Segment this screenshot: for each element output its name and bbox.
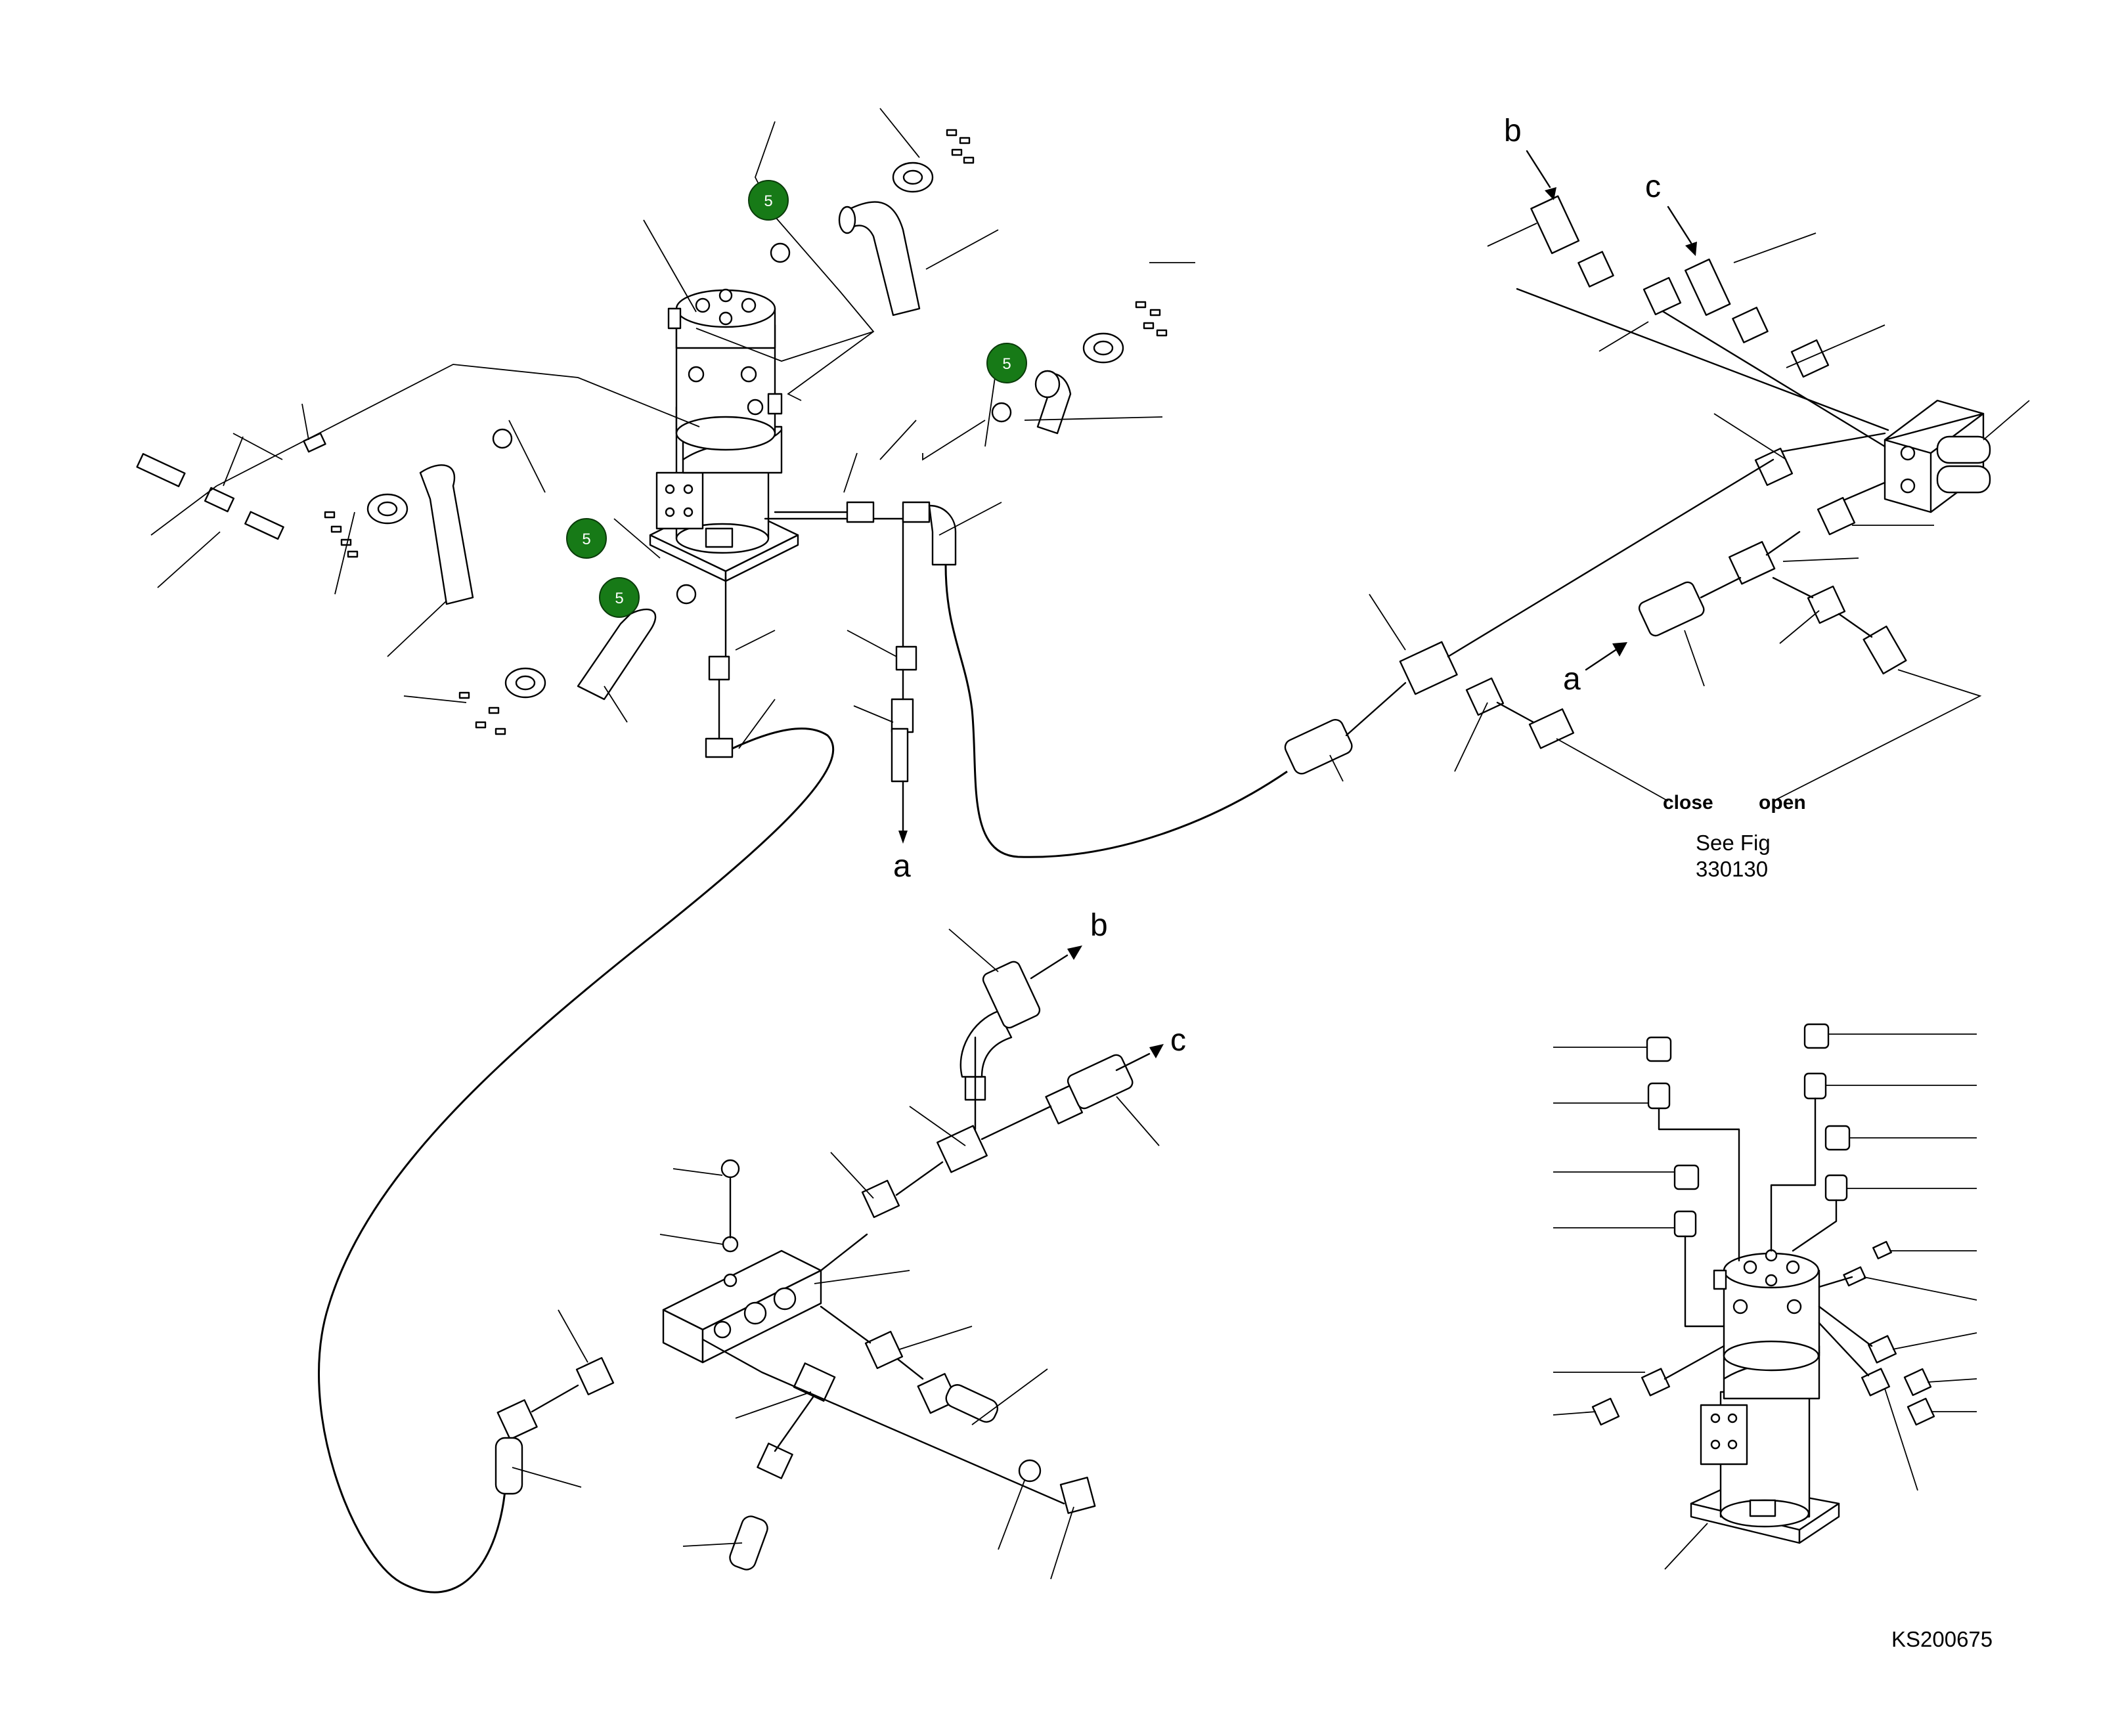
label-c-manifold: c (1170, 1023, 1186, 1058)
valve-tee (1729, 541, 1776, 585)
bolt-set-left (324, 511, 359, 558)
detail-cap-1 (1646, 1036, 1672, 1062)
left-oring (492, 428, 513, 449)
svg-text:5: 5 (615, 590, 623, 607)
label-a-valve: a (1563, 662, 1581, 697)
swivel-joint-assembly (649, 288, 799, 582)
part-callout-badge[interactable]: 5 (986, 343, 1027, 383)
manifold-plug (1059, 1477, 1096, 1514)
valve-block-assembly (1284, 195, 1991, 775)
top-elbow-hose (846, 201, 921, 316)
swivel-hose-fitting (708, 655, 730, 681)
left-tee-fitting (204, 487, 235, 513)
manifold-left-elbow (496, 1399, 538, 1441)
upper-hose-line (944, 564, 1288, 858)
label-b-manifold: b (1090, 908, 1108, 943)
svg-text:5: 5 (764, 192, 772, 210)
lower-oring (676, 584, 697, 605)
leader-lines-manifold (512, 928, 1160, 1580)
hose-to-c (1067, 1054, 1134, 1110)
bolt-set-top (946, 129, 975, 164)
upper-tee-fitting (937, 1125, 988, 1173)
see-fig-line2: 330130 (1696, 857, 1768, 881)
lower-elbow-hose (577, 608, 657, 701)
leader-lines-detail (1553, 1033, 1977, 1570)
detail-swivel-assembly (1591, 1023, 1935, 1544)
part-callout-badge[interactable]: 5 (748, 180, 789, 221)
label-close: close (1663, 792, 1713, 814)
swivel-piping (136, 129, 1168, 844)
manifold-top-plug (720, 1159, 740, 1179)
right-oring (991, 402, 1012, 423)
label-open: open (1759, 792, 1806, 814)
valve-plug-lower (1936, 465, 1991, 494)
bolt-set-right (1135, 301, 1168, 337)
swivel-port-block (655, 471, 704, 530)
label-a-swivel: a (893, 849, 911, 884)
left-elbow-hose (419, 464, 474, 605)
hose-end-b (1530, 195, 1580, 254)
hose-to-b (982, 961, 1041, 1029)
long-hose-line (318, 727, 835, 1594)
part-callout-badge[interactable]: 5 (566, 518, 607, 559)
manifold-tee (793, 1362, 836, 1402)
leader-lines-valve (1329, 223, 2030, 802)
bolt-set-lower (458, 691, 506, 735)
top-oring (770, 242, 791, 263)
hose-end-c (1685, 258, 1731, 316)
valve-plug-upper (1936, 435, 1991, 464)
part-callout-badge[interactable]: 5 (599, 577, 640, 618)
mid-tee-fitting (1399, 641, 1458, 695)
svg-text:5: 5 (582, 531, 590, 548)
leader-lines-swivel (150, 108, 1195, 749)
bottom-manifold-assembly (495, 945, 1164, 1571)
svg-text:5: 5 (1002, 355, 1011, 373)
see-fig-line1: See Fig (1696, 831, 1771, 855)
label-b-valve: b (1504, 114, 1522, 148)
label-c-valve: c (1645, 169, 1661, 204)
figure-code: KS200675 (1891, 1627, 1993, 1651)
